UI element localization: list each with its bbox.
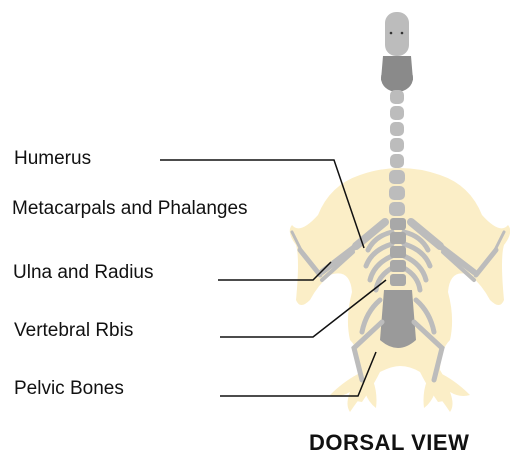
- view-title: DORSAL VIEW: [309, 430, 469, 456]
- spine: [390, 218, 406, 286]
- skull: [381, 12, 413, 92]
- vertebral-ribs-label: Vertebral Rbis: [14, 320, 133, 342]
- ulna-radius-label: Ulna and Radius: [13, 262, 153, 284]
- metacarpals-label: Metacarpals and Phalanges: [12, 198, 248, 220]
- humerus-label: Humerus: [14, 148, 91, 170]
- pelvic-bones-label: Pelvic Bones: [14, 378, 124, 400]
- neck-vertebrae: [389, 90, 405, 216]
